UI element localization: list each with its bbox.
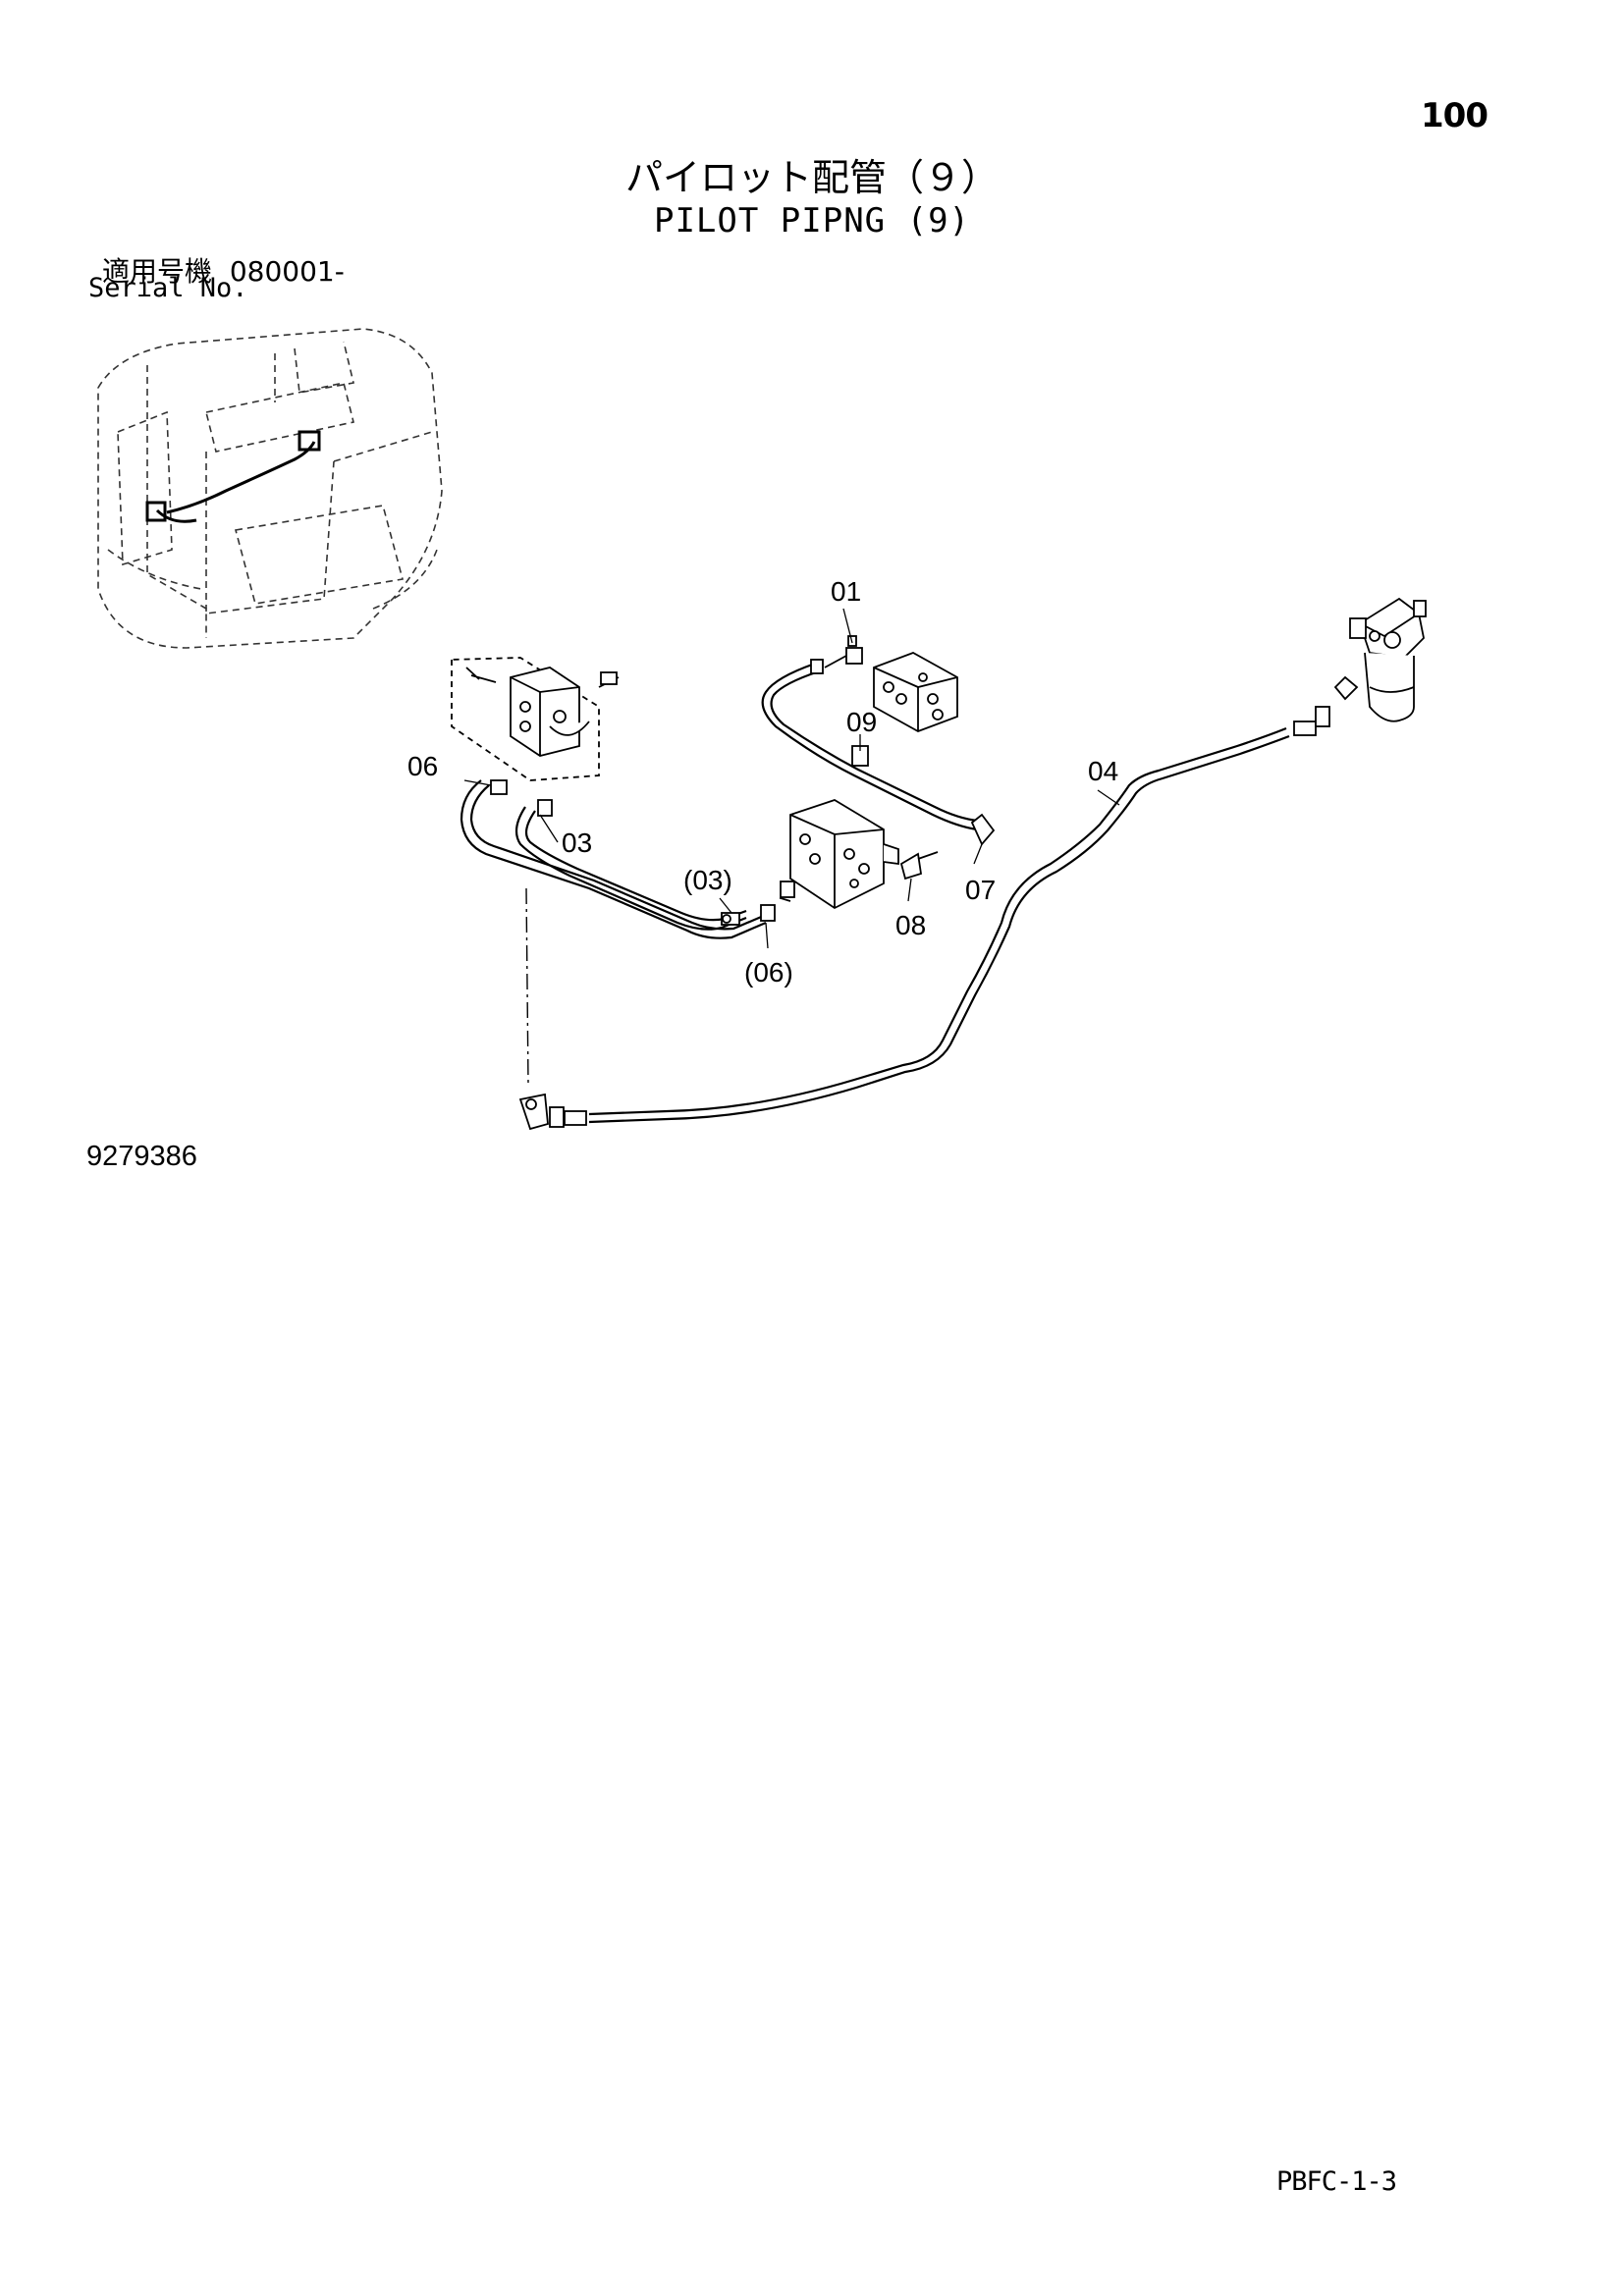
page-code: PBFC-1-3: [1276, 2166, 1397, 2197]
hose-01: [761, 662, 979, 831]
page-number: 100: [1421, 96, 1489, 135]
callout-07: 07: [965, 875, 996, 905]
callout-03: 03: [562, 828, 592, 858]
serial-label-japanese: 適用号機: [102, 255, 213, 288]
leader-lines: [463, 608, 1120, 949]
inset-pilot-hose: [145, 430, 321, 523]
connection-line: [525, 887, 529, 1086]
callout-09: 09: [846, 707, 877, 737]
page-title-japanese: パイロット配管（９）: [624, 156, 999, 199]
serial-value: 080001-: [229, 255, 345, 288]
machine-overview-inset: [97, 328, 443, 649]
page-title-english: PILOT PIPNG (9): [653, 201, 971, 240]
upper-valve-block: [873, 652, 958, 732]
callout-04: 04: [1088, 756, 1118, 786]
left-valve-block: [451, 657, 620, 781]
hose-04: [588, 726, 1290, 1124]
callout-06-ref: (06): [744, 957, 793, 988]
callout-08: 08: [895, 910, 926, 940]
callout-01: 01: [831, 576, 861, 607]
serial-label-english: Serial No.: [88, 273, 248, 303]
serial-applicability: 適用号機 080001-: [102, 250, 345, 290]
hose-06: [460, 779, 767, 939]
pilot-filter: [1333, 597, 1427, 722]
callout-06: 06: [407, 751, 438, 781]
hose-01-fittings: [810, 635, 996, 881]
drawing-number: 9279386: [86, 1141, 197, 1172]
hose-03-06-fittings: [490, 779, 795, 926]
hose-04-fittings: [518, 706, 1330, 1131]
callout-03-ref: (03): [683, 865, 732, 895]
center-valve-block: [779, 799, 899, 910]
